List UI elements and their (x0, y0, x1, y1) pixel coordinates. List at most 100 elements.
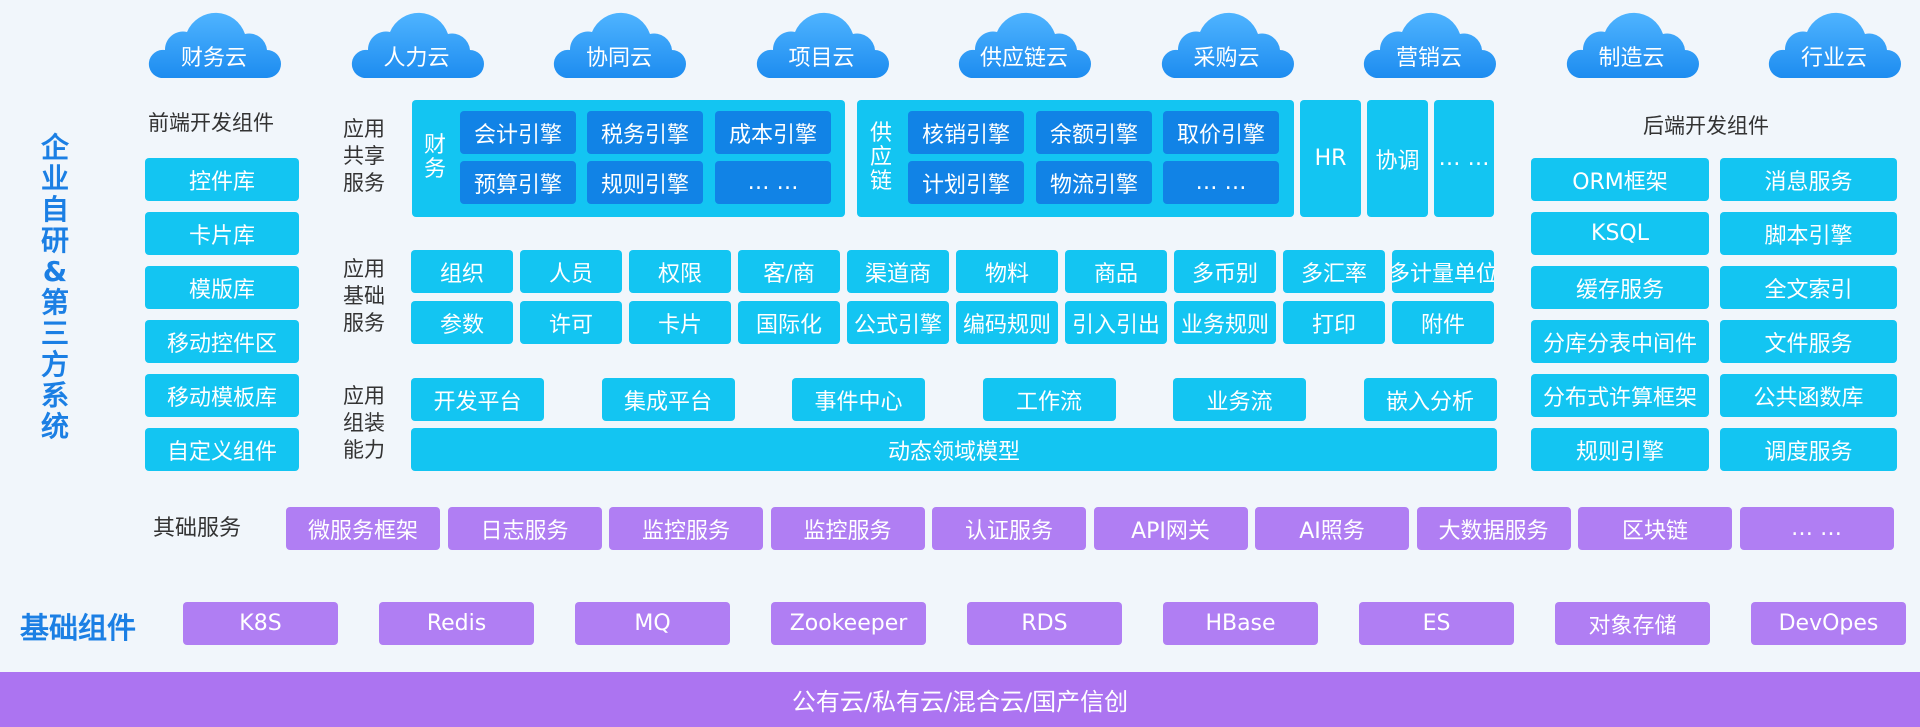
backend-component[interactable]: 全文索引 (1720, 266, 1897, 309)
basic-service[interactable]: 许可 (520, 301, 622, 344)
basic-service[interactable]: 多汇率 (1283, 250, 1385, 293)
backend-component[interactable]: 消息服务 (1720, 158, 1897, 201)
base-component[interactable]: ES (1359, 602, 1514, 645)
finance-engine[interactable]: 预算引擎 (460, 161, 576, 204)
finance-panel-label: 财务 (423, 133, 446, 182)
supply-engine[interactable]: 余额引擎 (1036, 111, 1152, 154)
foundation-service[interactable]: 大数据服务 (1416, 507, 1571, 550)
foundation-service[interactable]: AI照务 (1255, 507, 1409, 550)
base-component[interactable]: RDS (967, 602, 1122, 645)
basic-service[interactable]: 附件 (1392, 301, 1494, 344)
frontend-component[interactable]: 移动模板库 (145, 374, 299, 417)
supply-engine[interactable]: 取价引擎 (1163, 111, 1279, 154)
assembly-capability[interactable]: 嵌入分析 (1363, 378, 1497, 421)
frontend-component[interactable]: 卡片库 (145, 212, 299, 255)
finance-engine[interactable]: 税务引擎 (587, 111, 703, 154)
supply-engine[interactable]: 计划引擎 (908, 161, 1024, 204)
supply-engine[interactable]: … … (1163, 161, 1279, 204)
foundation-service[interactable]: … … (1739, 507, 1894, 550)
finance-engine[interactable]: 成本引擎 (715, 111, 831, 154)
cloud-service[interactable]: 项目云 (755, 10, 889, 80)
basic-service[interactable]: 公式引擎 (847, 301, 949, 344)
basic-service[interactable]: 人员 (520, 250, 622, 293)
frontend-component[interactable]: 控件库 (145, 158, 299, 201)
basic-service[interactable]: 国际化 (738, 301, 840, 344)
backend-component[interactable]: 缓存服务 (1531, 266, 1709, 309)
basic-service[interactable]: 业务规则 (1174, 301, 1276, 344)
backend-component[interactable]: 调度服务 (1720, 428, 1897, 471)
cloud-service[interactable]: 供应链云 (957, 10, 1091, 80)
cloud-label: 营销云 (1395, 46, 1462, 71)
base-component[interactable]: 对象存储 (1555, 602, 1710, 645)
cloud-service[interactable]: 营销云 (1362, 10, 1496, 80)
base-component[interactable]: DevOpes (1751, 602, 1906, 645)
foundation-service[interactable]: 区块链 (1578, 507, 1732, 550)
base-component[interactable]: MQ (575, 602, 730, 645)
cloud-icon (553, 12, 686, 79)
supply-engine[interactable]: 物流引擎 (1036, 161, 1152, 204)
basic-service[interactable]: 编码规则 (956, 301, 1058, 344)
domain-model-bar[interactable]: 动态领域模型 (411, 428, 1497, 471)
cloud-service[interactable]: 行业云 (1767, 10, 1901, 80)
finance-engine[interactable]: 规则引擎 (587, 161, 703, 204)
frontend-component[interactable]: 模版库 (145, 266, 299, 309)
backend-component[interactable]: 规则引擎 (1531, 428, 1709, 471)
cloud-icon (1161, 12, 1294, 79)
basic-service[interactable]: 多计量单位 (1392, 250, 1494, 293)
shared-service[interactable]: 协调 (1367, 100, 1428, 217)
backend-component[interactable]: 公共函数库 (1720, 374, 1897, 417)
cloud-icon (1566, 12, 1699, 79)
cloud-label: 人力云 (383, 46, 450, 71)
finance-engine[interactable]: … … (715, 161, 831, 204)
cloud-label: 制造云 (1598, 46, 1665, 71)
base-component[interactable]: Zookeeper (771, 602, 926, 645)
supply-engine[interactable]: 核销引擎 (908, 111, 1024, 154)
basic-service[interactable]: 打印 (1283, 301, 1385, 344)
finance-engine[interactable]: 会计引擎 (460, 111, 576, 154)
foundation-service[interactable]: 监控服务 (609, 507, 763, 550)
frontend-component[interactable]: 移动控件区 (145, 320, 299, 363)
backend-component[interactable]: ORM框架 (1531, 158, 1709, 201)
foundation-service[interactable]: 日志服务 (447, 507, 602, 550)
backend-component[interactable]: 文件服务 (1720, 320, 1897, 363)
foundation-service[interactable]: 认证服务 (932, 507, 1086, 550)
cloud-service[interactable]: 协同云 (552, 10, 686, 80)
foundation-service[interactable]: 微服务框架 (286, 507, 440, 550)
backend-component[interactable]: 分库分表中间件 (1531, 320, 1709, 363)
backend-component[interactable]: 分布式许算框架 (1531, 374, 1709, 417)
basic-service[interactable]: 引入引出 (1065, 301, 1167, 344)
cloud-service[interactable]: 人力云 (350, 10, 484, 80)
foundation-service[interactable]: 监控服务 (770, 507, 925, 550)
basic-service[interactable]: 参数 (411, 301, 513, 344)
cloud-icon (756, 12, 889, 79)
backend-component[interactable]: KSQL (1531, 212, 1709, 255)
cloud-service[interactable]: 制造云 (1565, 10, 1699, 80)
assembly-capability[interactable]: 工作流 (982, 378, 1116, 421)
assembly-capability[interactable]: 集成平台 (601, 378, 735, 421)
backend-title: 后端开发组件 (1643, 114, 1769, 138)
base-component[interactable]: HBase (1163, 602, 1318, 645)
assembly-capability[interactable]: 事件中心 (792, 378, 925, 421)
frontend-title: 前端开发组件 (148, 111, 274, 135)
assembly-capability[interactable]: 业务流 (1173, 378, 1306, 421)
backend-component[interactable]: 脚本引擎 (1720, 212, 1897, 255)
basic-service[interactable]: 权限 (629, 250, 731, 293)
basic-service[interactable]: 客/商 (738, 250, 840, 293)
base-component[interactable]: Redis (379, 602, 534, 645)
basic-label: 应用基础服务 (343, 257, 385, 335)
assembly-capability[interactable]: 开发平台 (411, 378, 544, 421)
basic-service[interactable]: 组织 (411, 250, 513, 293)
foundation-service[interactable]: API网关 (1093, 507, 1248, 550)
basic-service[interactable]: 卡片 (629, 301, 731, 344)
cloud-service[interactable]: 采购云 (1160, 10, 1294, 80)
basic-service[interactable]: 多币别 (1174, 250, 1276, 293)
cloud-service[interactable]: 财务云 (147, 10, 281, 80)
shared-service[interactable]: … … (1434, 100, 1494, 217)
shared-service[interactable]: HR (1300, 100, 1361, 217)
frontend-component[interactable]: 自定义组件 (145, 428, 299, 471)
basic-service[interactable]: 渠道商 (847, 250, 949, 293)
basic-service[interactable]: 商品 (1065, 250, 1167, 293)
basic-service[interactable]: 物料 (956, 250, 1058, 293)
assembly-label: 应用组装能力 (343, 384, 385, 462)
base-component[interactable]: K8S (183, 602, 338, 645)
